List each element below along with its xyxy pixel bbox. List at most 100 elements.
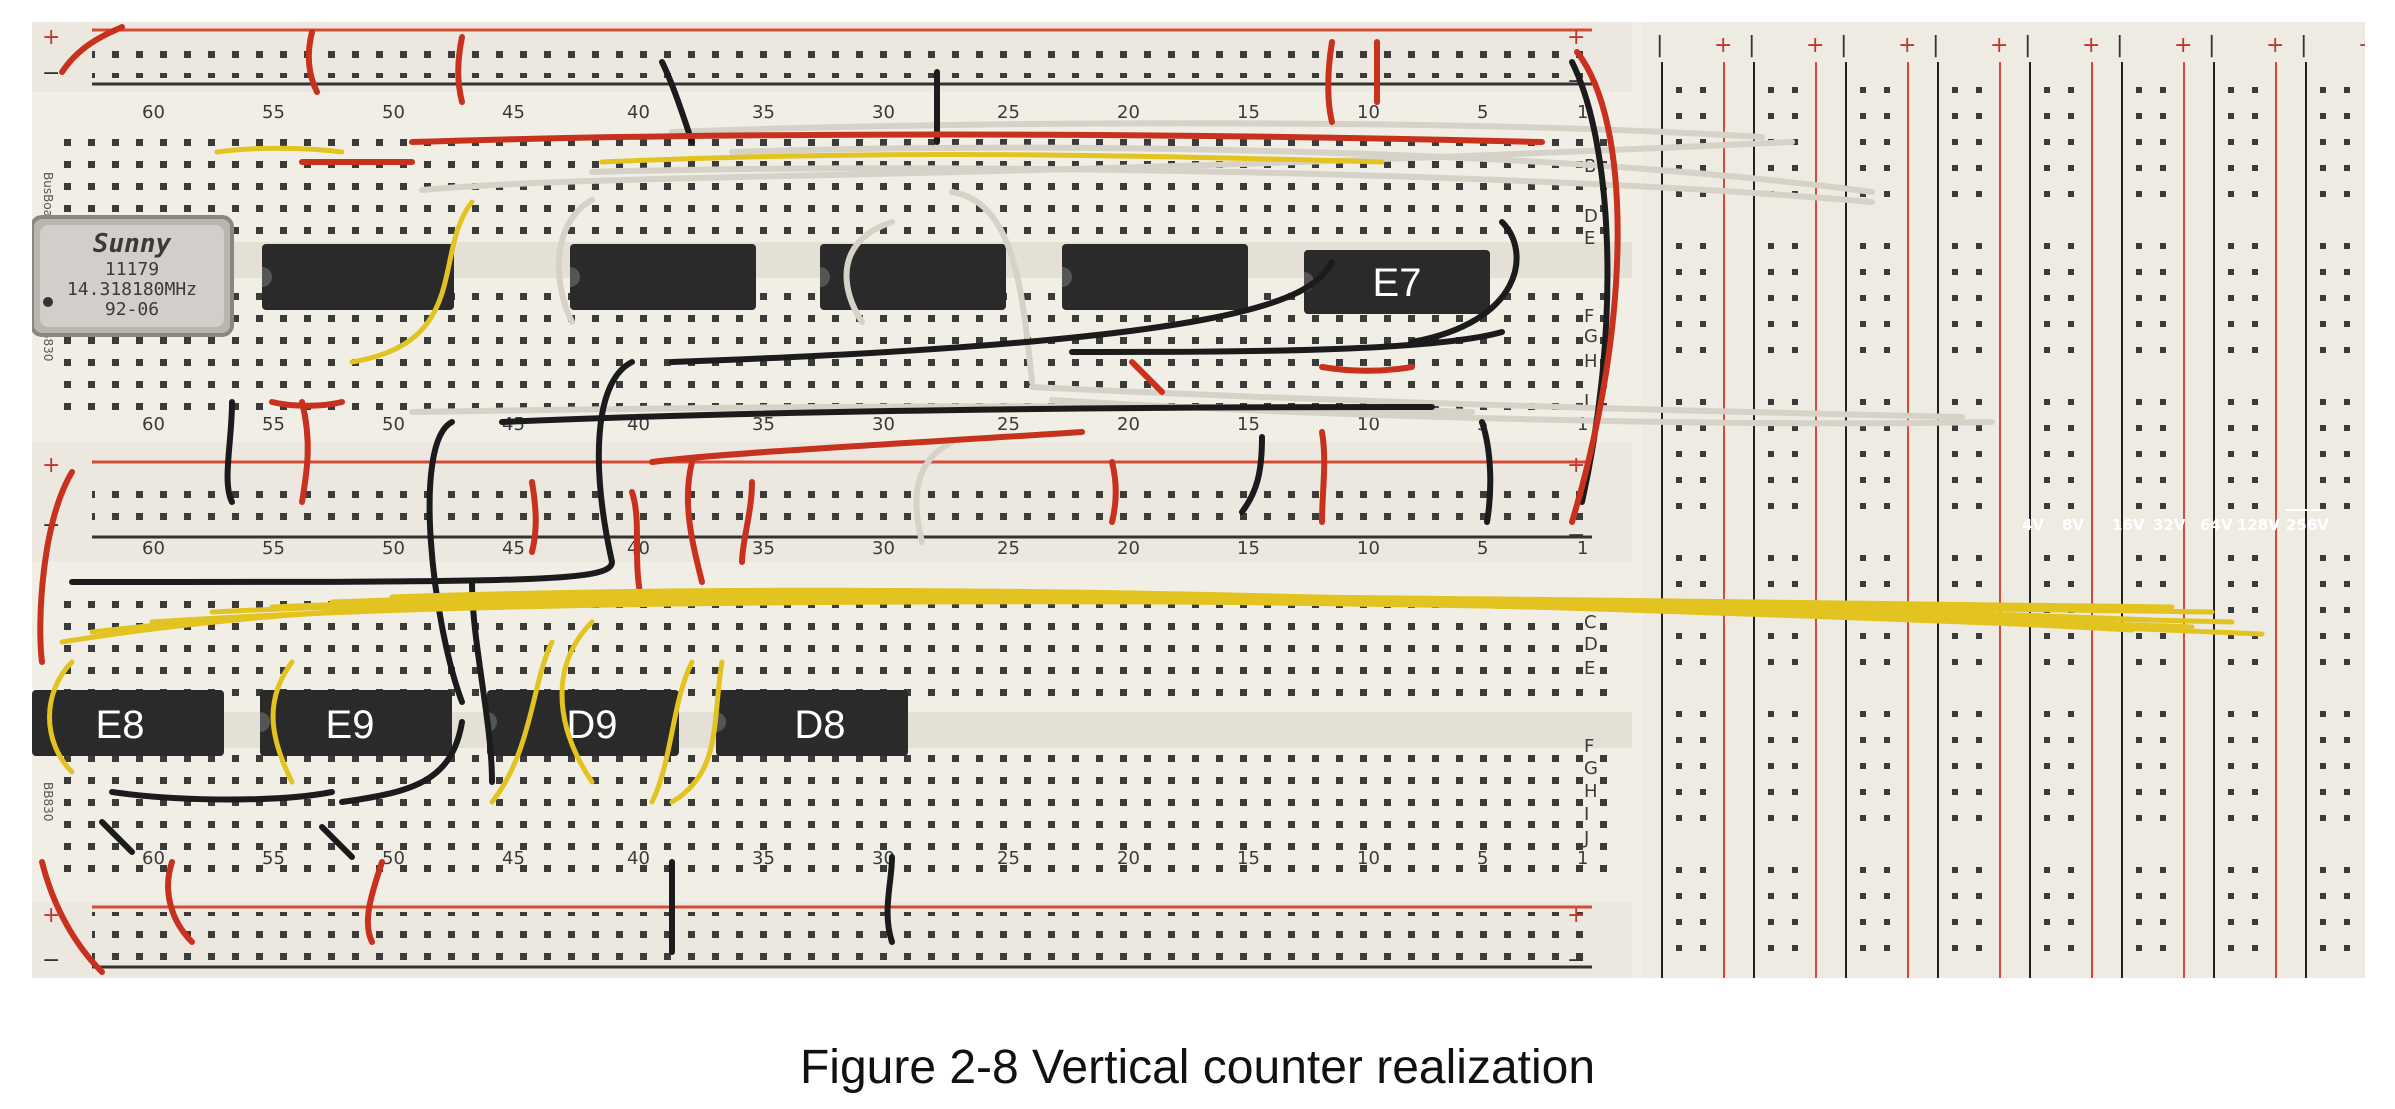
column-number: 50 <box>382 102 405 123</box>
chip-label-e7: E7 <box>1373 261 1422 305</box>
tap-64v: 64V <box>2200 516 2233 534</box>
bus-minus-mark: | <box>1656 33 1663 58</box>
column-number: 35 <box>752 102 775 123</box>
column-number: 35 <box>752 414 775 435</box>
column-number: 25 <box>997 414 1020 435</box>
row-letter: C <box>1584 612 1597 633</box>
rail-plus-sign: + <box>42 453 60 478</box>
bus-plus-mark: + <box>1898 33 1916 58</box>
bus-plus-mark: + <box>1990 33 2008 58</box>
row-letter: D <box>1584 206 1598 227</box>
bus-plus-mark: + <box>1806 33 1824 58</box>
column-number: 25 <box>997 848 1020 869</box>
column-number: 25 <box>997 538 1020 559</box>
column-number: 60 <box>142 102 165 123</box>
tap-8v: 8V <box>2062 516 2084 534</box>
breadboard-photo: |+|+|+|+|+|+|+|+ 60555045403530252015105… <box>30 22 2376 978</box>
ic-chip-e7: E7 <box>1304 250 1490 314</box>
column-number: 5 <box>1477 848 1488 869</box>
column-number: 30 <box>872 538 895 559</box>
column-number: 10 <box>1357 414 1380 435</box>
bus-plus-mark: + <box>2174 33 2192 58</box>
rail-minus-sign: − <box>1567 523 1585 548</box>
bus-plus-mark: + <box>1714 33 1732 58</box>
ic-chip-e8: E8 <box>32 690 224 756</box>
column-number: 55 <box>262 848 285 869</box>
tap-128v: 128V <box>2237 516 2280 534</box>
oscillator-line-3: 92-06 <box>105 299 159 320</box>
column-number: 60 <box>142 414 165 435</box>
bus-minus-mark: | <box>1748 33 1755 58</box>
bus-minus-mark: | <box>1840 33 1847 58</box>
column-number: 10 <box>1357 102 1380 123</box>
rail-plus-sign: + <box>1567 453 1585 478</box>
oscillator-brand: Sunny <box>93 229 172 259</box>
rail-plus-sign: + <box>1567 25 1585 50</box>
column-number: 10 <box>1357 538 1380 559</box>
column-number: 1 <box>1577 848 1588 869</box>
ic-chip-e9: E9 <box>260 690 452 756</box>
column-number: 40 <box>627 848 650 869</box>
column-number: 15 <box>1237 102 1260 123</box>
row-letter: E <box>1584 228 1595 249</box>
column-number: 40 <box>627 102 650 123</box>
ic-chip-d9: D9 <box>487 690 679 756</box>
tap-4v: 4V <box>2022 516 2044 534</box>
column-number: 60 <box>142 848 165 869</box>
row-letter: I <box>1584 804 1589 825</box>
bus-plus-mark: + <box>2266 33 2284 58</box>
breadboard-illustration: |+|+|+|+|+|+|+|+ 60555045403530252015105… <box>30 22 2376 978</box>
rail-plus-sign: + <box>1567 903 1585 928</box>
white-wires <box>409 120 1995 545</box>
column-number: 1 <box>1577 538 1588 559</box>
row-letter: F <box>1584 306 1594 327</box>
chip-label-e8: E8 <box>96 703 145 747</box>
column-number: 20 <box>1117 102 1140 123</box>
oscillator-line-2: 14.318180MHz <box>67 279 197 300</box>
rail-plus-sign: + <box>42 25 60 50</box>
column-number: 35 <box>752 538 775 559</box>
bus-minus-mark: | <box>1932 33 1939 58</box>
counter-tap-labels: 4V 8V 16V 32V 64V 128V 256V <box>2022 509 2329 534</box>
yellow-wires <box>47 145 2265 805</box>
column-number: 25 <box>997 102 1020 123</box>
chip-label-e9: E9 <box>326 703 375 747</box>
column-number: 20 <box>1117 414 1140 435</box>
row-letter: E <box>1584 658 1595 679</box>
column-number: 45 <box>502 538 525 559</box>
tap-256v: 256V <box>2286 516 2329 534</box>
tap-32v: 32V <box>2153 516 2186 534</box>
ic-chip-d8: D8 <box>716 690 908 756</box>
red-wires <box>37 24 1621 975</box>
column-number: 55 <box>262 538 285 559</box>
bus-minus-mark: | <box>2208 33 2215 58</box>
column-number: 30 <box>872 414 895 435</box>
column-number: 1 <box>1577 102 1588 123</box>
column-number: 15 <box>1237 414 1260 435</box>
column-number: 45 <box>502 848 525 869</box>
rail-minus-sign: − <box>42 948 60 973</box>
oscillator-line-1: 11179 <box>105 259 159 280</box>
rail-minus-sign: − <box>42 61 60 86</box>
column-number: 30 <box>872 102 895 123</box>
row-letter: F <box>1584 736 1594 757</box>
column-number: 15 <box>1237 848 1260 869</box>
column-number: 50 <box>382 414 405 435</box>
rail-minus-sign: − <box>1567 948 1585 973</box>
column-number: 10 <box>1357 848 1380 869</box>
column-number: 5 <box>1477 102 1488 123</box>
column-number: 5 <box>1477 538 1488 559</box>
column-number: 1 <box>1577 414 1588 435</box>
ic-chip-unlabeled-4 <box>1062 244 1248 310</box>
crystal-oscillator: Sunny 11179 14.318180MHz 92-06 <box>30 215 234 337</box>
tap-16v: 16V <box>2112 516 2145 534</box>
row-letter: G <box>1584 758 1598 779</box>
ic-chip-unlabeled-1 <box>262 244 454 310</box>
bus-minus-mark: | <box>2116 33 2123 58</box>
row-letter: D <box>1584 634 1598 655</box>
ic-chip-unlabeled-3 <box>820 244 1006 310</box>
bus-plus-mark: + <box>2082 33 2100 58</box>
column-number: 45 <box>502 102 525 123</box>
